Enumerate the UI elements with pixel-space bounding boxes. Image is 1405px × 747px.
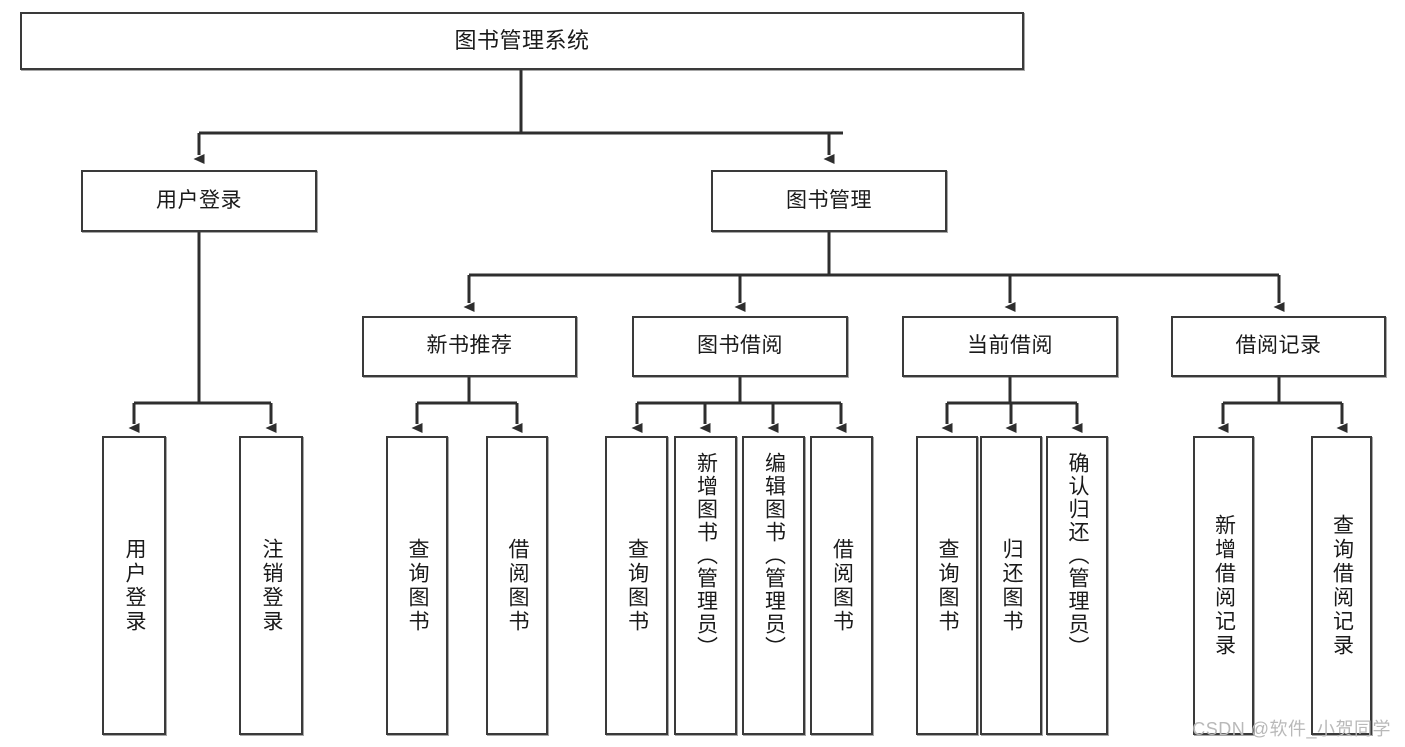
node-label: 用户登录 [123,537,147,634]
node-new-book-recommendation[interactable]: 新书推荐 [362,316,577,377]
node-label: 查询借阅记录 [1330,513,1354,658]
node-label: 新增图书（管理员） [694,452,718,659]
leaf-user-login[interactable]: 用户登录 [102,436,166,735]
leaf-query-book-borrow[interactable]: 查询图书 [605,436,668,735]
node-book-borrowing[interactable]: 图书借阅 [632,316,848,377]
leaf-query-book-recommend[interactable]: 查询图书 [386,436,448,735]
node-root-book-management-system[interactable]: 图书管理系统 [20,12,1024,70]
leaf-query-book-current[interactable]: 查询图书 [916,436,978,735]
node-borrowing-records[interactable]: 借阅记录 [1171,316,1386,377]
node-book-management[interactable]: 图书管理 [711,170,947,232]
node-label: 借阅记录 [1235,334,1322,358]
node-label: 用户登录 [156,188,242,212]
node-label: 查询图书 [936,537,960,634]
node-label: 新增借阅记录 [1212,513,1236,658]
node-label: 借阅图书 [830,537,854,634]
node-user-login[interactable]: 用户登录 [81,170,317,232]
node-current-borrowing[interactable]: 当前借阅 [902,316,1118,377]
node-label: 编辑图书（管理员） [762,452,786,659]
leaf-confirm-return-admin[interactable]: 确认归还（管理员） [1046,436,1108,735]
node-label: 注销登录 [260,537,284,634]
leaf-add-borrow-record[interactable]: 新增借阅记录 [1193,436,1254,735]
node-label: 查询图书 [625,537,649,634]
node-label: 新书推荐 [426,334,513,358]
node-label: 当前借阅 [967,334,1053,358]
leaf-borrow-book-borrow[interactable]: 借阅图书 [810,436,873,735]
leaf-borrow-book-recommend[interactable]: 借阅图书 [486,436,548,735]
leaf-return-book[interactable]: 归还图书 [980,436,1042,735]
node-label: 查询图书 [406,537,430,634]
leaf-add-book-admin[interactable]: 新增图书（管理员） [674,436,737,735]
node-label: 图书管理系统 [454,28,590,54]
leaf-edit-book-admin[interactable]: 编辑图书（管理员） [742,436,805,735]
node-label: 归还图书 [1000,537,1024,634]
node-label: 确认归还（管理员） [1066,452,1090,659]
node-label: 图书管理 [786,188,872,212]
leaf-query-borrow-record[interactable]: 查询借阅记录 [1311,436,1372,735]
node-label: 借阅图书 [506,537,530,634]
leaf-logout[interactable]: 注销登录 [239,436,303,735]
node-label: 图书借阅 [697,334,783,358]
watermark-text: CSDN @软件_小贺同学 [1192,719,1391,739]
